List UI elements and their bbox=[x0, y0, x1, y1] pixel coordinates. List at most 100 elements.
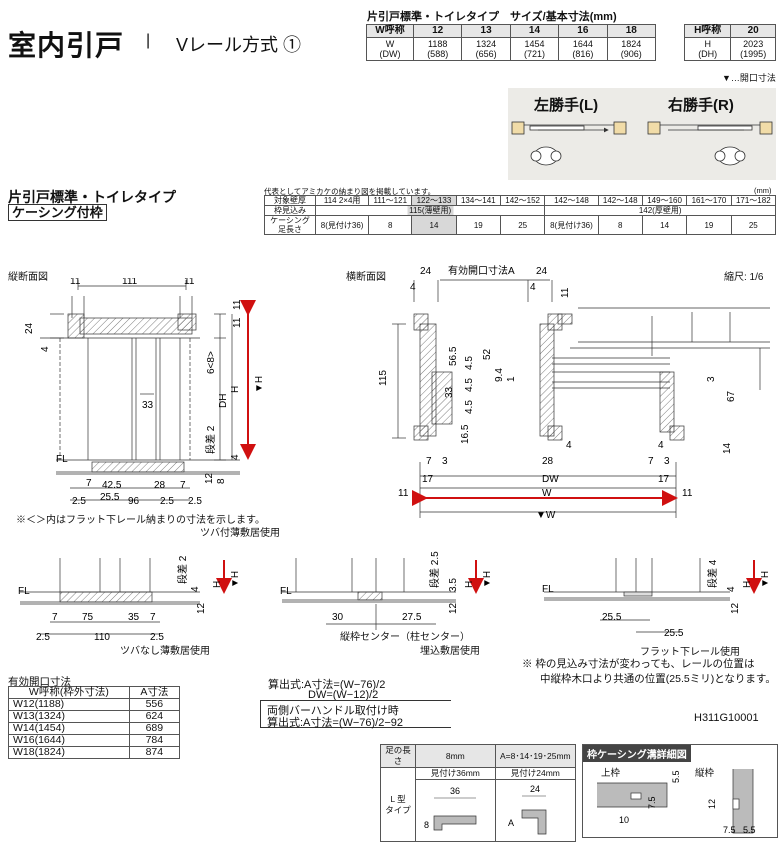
hdim-3: 3 bbox=[706, 376, 717, 382]
et-cell: 556 bbox=[128, 698, 181, 711]
title-separator: | bbox=[146, 32, 151, 49]
size-cell: 1454(721) bbox=[509, 37, 560, 61]
leg-dim-8: 8 bbox=[424, 820, 429, 830]
table-row: W12(1188)556 bbox=[8, 698, 181, 711]
cd-12: 12 bbox=[707, 799, 717, 809]
hdim-14: 14 bbox=[722, 442, 733, 454]
leg-dim-24: 24 bbox=[530, 784, 540, 794]
hdim-94: 9.4 bbox=[494, 368, 505, 382]
frame-section-subtitle: ケーシング付枠 bbox=[8, 204, 107, 221]
table-row: W18(1824)874 bbox=[8, 746, 181, 759]
dim-25: 2.5 bbox=[72, 496, 86, 507]
d2-fl: FL bbox=[280, 586, 292, 597]
frame-cell: 8(見付け36) bbox=[544, 215, 599, 235]
frame-cell: 114 2×4用 bbox=[314, 195, 370, 206]
casing-detail-title: 枠ケーシング溝詳細図 bbox=[583, 745, 691, 762]
d3-12: 12 bbox=[730, 602, 741, 614]
vertical-section-drawing: 111 11 11 24 4 11 11 6<8> DH H ▼H 段差 2 4… bbox=[24, 278, 265, 507]
dim-24: 24 bbox=[24, 322, 35, 334]
frame-cell: 161～170 bbox=[686, 195, 732, 206]
detail-threshold3: 段差 4 4 H ▼H FL 12 25.5 25.5 bbox=[542, 558, 771, 639]
casing-detail-drawing: 5.5 7.5 10 12 7.5 5.5 bbox=[597, 769, 756, 835]
size-cell: 1824(906) bbox=[606, 37, 657, 61]
cd-55b: 5.5 bbox=[743, 825, 756, 835]
frame-row-label: ケーシング足長さ bbox=[264, 215, 316, 235]
detail-threshold2: 段差 2.5 3.5 H ▼H FL 12 30 27.5 bbox=[280, 551, 493, 630]
table-row: W16(1644)784 bbox=[8, 734, 181, 747]
dim-4b: 4 bbox=[230, 454, 241, 460]
d1-4: 4 bbox=[190, 586, 201, 592]
horizontal-view-label: 横断面図 bbox=[346, 272, 386, 283]
dim-H2: ▼H bbox=[254, 376, 265, 393]
frame-cell: 8(見付け36) bbox=[314, 215, 370, 235]
size-w-code: 12 bbox=[412, 24, 463, 38]
d1-75: 75 bbox=[82, 612, 94, 623]
dim-25b: 2.5 bbox=[160, 496, 174, 507]
size-w-code: 18 bbox=[606, 24, 657, 38]
opening-mark-note: ▼…開口寸法 bbox=[722, 73, 776, 83]
size-table-caption: 片引戸標準・トイレタイプ サイズ/基本寸法(mm) bbox=[367, 11, 617, 23]
threshold4-label: フラット下レール使用 bbox=[640, 647, 740, 658]
hdim-28: 28 bbox=[542, 456, 554, 467]
hdim-24b: 24 bbox=[536, 266, 548, 277]
et-header: A寸法 bbox=[128, 686, 181, 699]
frame-cell: 19 bbox=[686, 215, 732, 235]
hdim-11b: 11 bbox=[398, 488, 409, 499]
dim-step2: 段差 2 bbox=[204, 425, 217, 454]
hdim-11a: 11 bbox=[560, 287, 571, 298]
d1-7: 7 bbox=[52, 612, 58, 623]
frame-table: 対象壁厚 114 2×4用 111～121 122～133 134～141 14… bbox=[264, 195, 777, 235]
hdim-33: 33 bbox=[444, 386, 455, 398]
et-cell: 689 bbox=[128, 722, 181, 735]
detail-threshold1: 段差 2 4 H ▼H FL 12 7 75 35 7 2.5 110 2.5 bbox=[18, 555, 241, 643]
d2-275: 27.5 bbox=[402, 612, 422, 623]
size-h-label: H呼称 bbox=[683, 24, 732, 38]
document-code: H311G10001 bbox=[694, 712, 759, 724]
hdim-1: 1 bbox=[506, 376, 517, 382]
cd-10: 10 bbox=[619, 815, 629, 825]
frame-row-label: 枠見込み bbox=[264, 205, 316, 216]
size-h-cell: 2023(1995) bbox=[730, 37, 776, 61]
frame-row-label: 対象壁厚 bbox=[264, 195, 316, 206]
table-row: W13(1324)624 bbox=[8, 710, 181, 723]
d1-35: 35 bbox=[128, 612, 140, 623]
frame-cell: 14 bbox=[641, 215, 688, 235]
bottom-note1: ※ 枠の見込み寸法が変わっても、レールの位置は bbox=[522, 658, 755, 670]
cd-75b: 7.5 bbox=[723, 825, 736, 835]
dim-28: 28 bbox=[154, 480, 166, 491]
opening-a-label: 有効開口寸法A bbox=[448, 264, 515, 277]
cd-55: 5.5 bbox=[671, 770, 681, 783]
formula-box: 両側バーハンドル取付け時 算出式:A寸法=(W−76)/2−92 bbox=[260, 700, 451, 729]
dim-25c: 2.5 bbox=[188, 496, 202, 507]
frame-cell: 111～121 bbox=[368, 195, 413, 206]
size-cell: 1644(816) bbox=[558, 37, 608, 61]
dim-12: 12 bbox=[204, 472, 215, 484]
hdim-165: 16.5 bbox=[460, 424, 471, 444]
frame-table-unit: (mm) bbox=[754, 186, 772, 195]
frame-cell: 115(薄壁用) bbox=[314, 205, 546, 216]
hdim-4d: 4 bbox=[658, 440, 664, 451]
hdim-W: W bbox=[542, 488, 552, 499]
dim-11a: 11 bbox=[70, 278, 81, 287]
dim-H: H bbox=[230, 386, 241, 393]
d1-H2: ▼H bbox=[230, 571, 241, 588]
et-cell: W12(1188) bbox=[8, 698, 130, 711]
fl-label: FL bbox=[56, 454, 68, 465]
d2-step: 段差 2.5 bbox=[428, 551, 441, 588]
threshold3-label: 埋込敷居使用 bbox=[420, 646, 480, 657]
formula-line2: DW=(W−12)/2 bbox=[308, 689, 379, 701]
hdim-17: 17 bbox=[422, 474, 434, 485]
leg-type: L 型 タイプ bbox=[380, 767, 416, 842]
frame-cell: 142～152 bbox=[499, 195, 546, 206]
hdim-3a: 3 bbox=[442, 456, 448, 467]
leg-profile-8: 36 8 bbox=[424, 786, 477, 831]
bottom-note2: 中縦枠木口より共通の位置(25.5ミリ)となります。 bbox=[540, 673, 776, 685]
hdim-DW: DW bbox=[542, 474, 559, 485]
hdim-17b: 17 bbox=[658, 474, 670, 485]
d3-fl: FL bbox=[542, 584, 554, 595]
hdim-45b: 4.5 bbox=[464, 378, 475, 392]
frame-section-title: 片引戸標準・トイレタイプ bbox=[8, 189, 176, 205]
dim-7b: 7 bbox=[180, 480, 186, 491]
d1-25b: 2.5 bbox=[150, 632, 164, 643]
casing-side-frame: 縦枠 bbox=[695, 768, 715, 779]
